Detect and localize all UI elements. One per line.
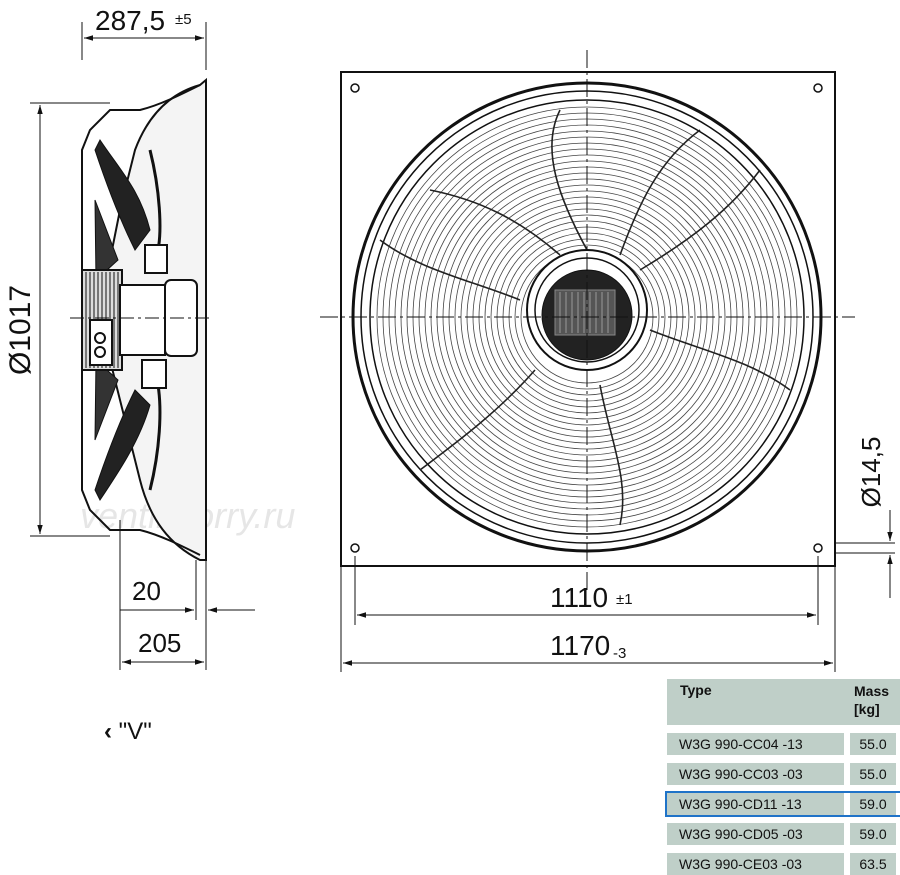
type-cell: W3G 990-CC03 -03: [667, 763, 844, 785]
hole-spacing-value: 1110: [550, 582, 608, 613]
dimension-20: 20: [132, 576, 161, 606]
table-row[interactable]: W3G 990-CC04 -13 55.0: [667, 733, 900, 755]
type-cell: W3G 990-CD11 -13: [667, 793, 844, 815]
table-row[interactable]: W3G 990-CE03 -03 63.5: [667, 853, 900, 875]
dimension-205: 205: [138, 628, 181, 658]
mass-cell: 59.0: [850, 823, 896, 845]
plate-width-dimension: 1170 -3: [550, 630, 626, 662]
view-v-text: "V": [118, 718, 152, 745]
mass-cell: 55.0: [850, 763, 896, 785]
table-row[interactable]: W3G 990-CD11 -13 59.0: [665, 791, 900, 817]
front-view: [320, 50, 895, 672]
table-row[interactable]: W3G 990-CD05 -03 59.0: [667, 823, 900, 845]
table-row[interactable]: W3G 990-CC03 -03 55.0: [667, 763, 900, 785]
depth-value: 287,5: [95, 5, 165, 36]
type-cell: W3G 990-CE03 -03: [667, 853, 844, 875]
header-type: Type: [680, 682, 712, 698]
type-cell: W3G 990-CC04 -13: [667, 733, 844, 755]
table-header: Type Mass [kg]: [667, 679, 900, 725]
plate-width-value: 1170: [550, 630, 610, 661]
hole-spacing-dimension: 1110 ±1: [550, 582, 633, 613]
mass-cell: 63.5: [850, 853, 896, 875]
hole-spacing-tolerance: ±1: [616, 591, 633, 608]
header-mass: Mass [kg]: [854, 682, 889, 718]
diameter-value: Ø1017: [4, 285, 37, 375]
depth-dimension: 287,5 ±5: [95, 5, 192, 36]
hole-diameter-value: Ø14,5: [856, 437, 886, 508]
header-mass-line1: Mass: [854, 683, 890, 699]
mass-cell: 59.0: [850, 793, 896, 815]
depth-tolerance: ±5: [175, 11, 192, 28]
chevron-left-icon: ‹: [104, 718, 112, 745]
type-cell: W3G 990-CD05 -03: [667, 823, 844, 845]
header-mass-line2: [kg]: [854, 701, 880, 717]
view-v-label: ‹ "V": [104, 718, 152, 746]
mass-cell: 55.0: [850, 733, 896, 755]
side-view: [30, 22, 255, 670]
plate-width-tolerance: -3: [613, 645, 626, 662]
